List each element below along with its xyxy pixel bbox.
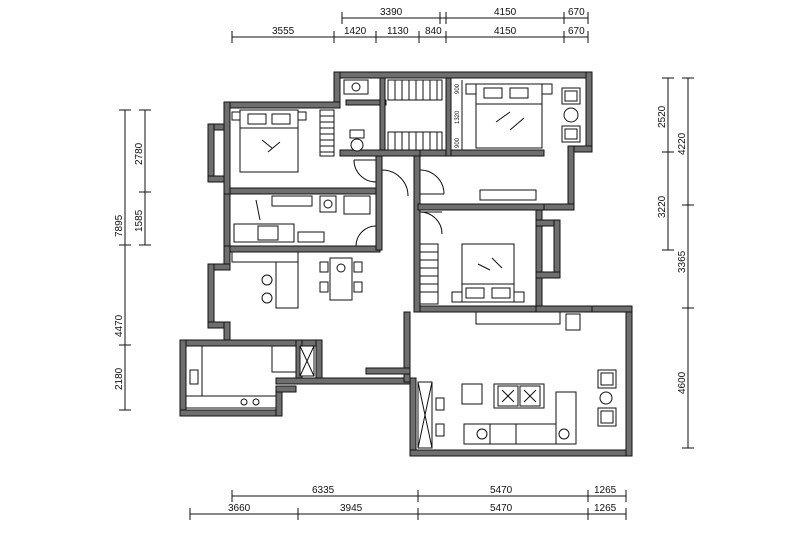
bottom-dimension-lines (189, 490, 627, 520)
bed-icon-master-bedroom (465, 83, 553, 149)
closet-annotation-2: 1320 (455, 110, 461, 124)
dining-table-icon (319, 257, 363, 301)
sink-icon-master-bath (343, 79, 369, 95)
armchair-icon-master (561, 87, 581, 143)
shelving-icon-living (417, 381, 445, 449)
dim-top-inner-5: 4150 (494, 26, 517, 37)
left-dimension-lines (119, 109, 151, 411)
dim-top-inner-6: 670 (568, 26, 585, 37)
interior-walls (229, 77, 545, 383)
dim-left-inner-1: 2780 (134, 142, 145, 165)
bed-icon-left-bedroom (231, 109, 307, 173)
dim-left-inner-2: 1585 (134, 209, 145, 232)
top-dimension-lines (231, 12, 589, 43)
dim-bottom-inner-4: 1265 (594, 503, 617, 514)
bed-icon-second-bedroom (451, 243, 525, 303)
dim-left-outer-2: 4470 (114, 314, 125, 337)
dim-bottom-inner-3: 5470 (490, 503, 513, 514)
dim-bottom-outer-2: 5470 (490, 485, 513, 496)
dim-top-outer-2: 4150 (494, 7, 517, 18)
closet-annotation-1: 900 (455, 83, 461, 94)
dim-top-inner-4: 840 (425, 26, 442, 37)
armchair-icon-living (597, 369, 617, 427)
exterior-walls (179, 71, 633, 457)
sofa-icon (463, 391, 577, 445)
dim-bottom-outer-3: 1265 (594, 485, 617, 496)
dim-top-inner-3: 1130 (387, 26, 409, 37)
dim-top-outer-1: 3390 (380, 7, 403, 18)
bathtub-icon (233, 199, 325, 243)
right-dimension-lines (662, 77, 694, 449)
living-side-table-icon (461, 383, 483, 405)
dim-left-outer-1: 7895 (114, 214, 125, 237)
dim-bottom-inner-1: 3660 (228, 503, 251, 514)
tv-cabinet-icon-living (475, 311, 581, 331)
dim-right-2: 4220 (677, 132, 688, 155)
dim-bottom-outer-1: 6335 (312, 485, 335, 496)
dim-right-5: 4600 (677, 371, 688, 394)
dim-top-inner-1: 3555 (272, 26, 295, 37)
dim-right-1: 2520 (657, 105, 668, 128)
wardrobe-icon-second-bedroom (419, 243, 439, 305)
vanity-icon-bath-2 (271, 195, 371, 215)
dim-bottom-inner-2: 3945 (340, 503, 363, 514)
wardrobe-icon-left-bedroom (319, 109, 335, 157)
kitchen-counter-icon (185, 345, 315, 409)
closet-annotation-3: 900 (455, 137, 461, 148)
dim-right-3: 3220 (657, 195, 668, 218)
toilet-icon-master-bath (349, 129, 365, 152)
walk-in-closet-icon (387, 79, 443, 151)
dim-top-inner-2: 1420 (344, 26, 367, 37)
dim-right-4: 3365 (677, 250, 688, 273)
dim-top-outer-3: 670 (568, 7, 585, 18)
tv-cabinet-icon-master (479, 189, 537, 201)
coffee-table-icon (493, 383, 545, 409)
sideboard-icon (231, 251, 299, 309)
dim-left-outer-3: 2180 (114, 367, 125, 390)
